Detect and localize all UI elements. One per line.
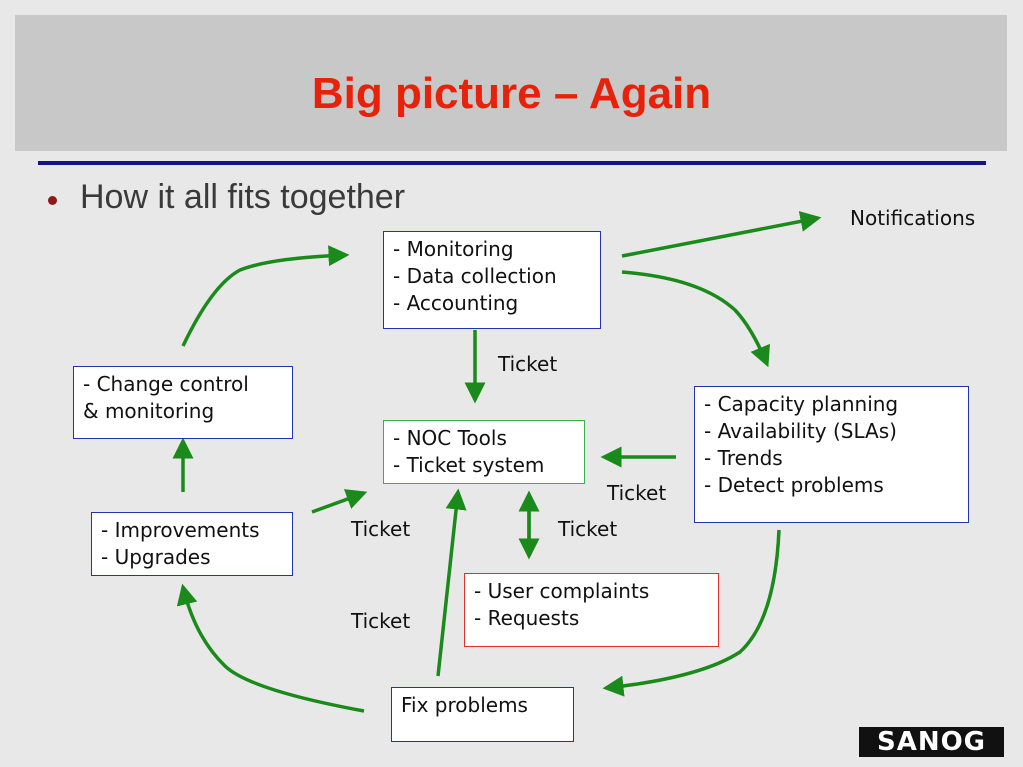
box-capacity-planning: - Capacity planning - Availability (SLAs… (694, 386, 969, 523)
box-line: - Data collection (393, 264, 557, 288)
box-line: - Upgrades (101, 545, 211, 569)
box-line: - Monitoring (393, 237, 514, 261)
box-monitoring: - Monitoring - Data collection - Account… (383, 231, 601, 329)
arrow-monitoring-to-capacity (621, 270, 770, 368)
label-ticket-monitoring-noc: Ticket (498, 352, 558, 376)
arrow-capacity-to-fix (602, 529, 781, 697)
box-line: - User complaints (474, 579, 650, 603)
box-line: - Accounting (393, 291, 519, 315)
box-line: - Ticket system (393, 453, 545, 477)
label-ticket-improvements-noc: Ticket (351, 517, 411, 541)
box-line: - Improvements (101, 518, 260, 542)
title-divider (38, 161, 986, 165)
arrow-fix-to-noc (436, 488, 467, 677)
label-ticket-fix-noc: Ticket (351, 609, 411, 633)
box-fix-problems: Fix problems (391, 687, 574, 742)
box-line: - Availability (SLAs) (704, 419, 897, 443)
box-line: - Change control (83, 372, 249, 396)
label-ticket-complaints-noc: Ticket (558, 517, 618, 541)
box-line: - Capacity planning (704, 392, 899, 416)
label-notifications: Notifications (850, 206, 976, 230)
arrow-monitoring-to-notifications (621, 211, 822, 258)
box-line: & monitoring (83, 399, 215, 423)
box-improvements: - Improvements - Upgrades (91, 512, 293, 576)
label-ticket-capacity-noc: Ticket (607, 481, 667, 505)
box-line: - Requests (474, 606, 580, 630)
arrow-fix-to-improvements (176, 583, 365, 713)
title-band (15, 15, 1007, 151)
arrow-change-to-monitoring (181, 245, 350, 347)
box-line: - Trends (704, 446, 783, 470)
bullet-dot-icon (48, 196, 57, 205)
sanog-logo: SANOG (859, 727, 1004, 757)
box-line: Fix problems (401, 693, 528, 717)
box-user-complaints: - User complaints - Requests (464, 573, 719, 647)
bullet-text: How it all fits together (80, 178, 406, 216)
box-line: - Detect problems (704, 473, 884, 497)
slide-title: Big picture – Again (311, 69, 712, 118)
box-change-control: - Change control & monitoring (73, 366, 293, 439)
box-line: - NOC Tools (393, 426, 507, 450)
arrow-improvements-to-noc (311, 489, 368, 514)
box-noc-tools: - NOC Tools - Ticket system (383, 420, 585, 484)
